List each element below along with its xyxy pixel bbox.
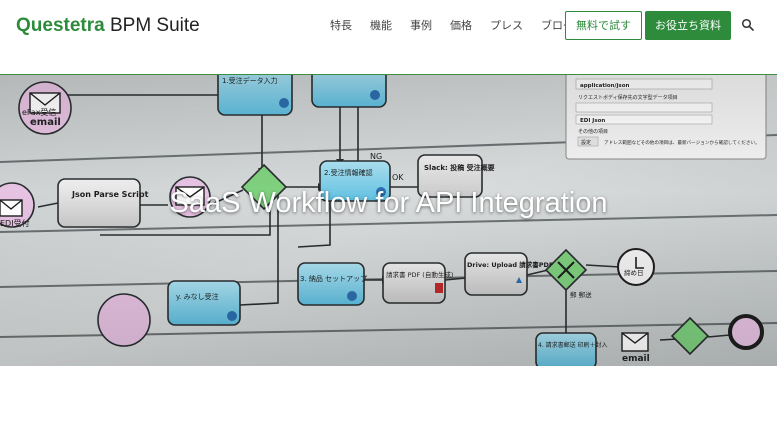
edi-label: EDI受付 xyxy=(0,218,30,228)
invoice-pdf-label: 請求書 PDF (自動生成) xyxy=(386,270,453,279)
json-parse-label: Json Parse Script xyxy=(71,190,149,199)
deemed-label: y. みなし受注 xyxy=(176,292,219,301)
send-label: 4. 請求書郵送 印刷＋封入 xyxy=(538,341,608,349)
ok-label: OK xyxy=(392,173,404,182)
resources-button[interactable]: お役立ち資料 xyxy=(645,11,731,40)
hero-banner: eFax受信 email Json Parse Script EDI受付 1.受… xyxy=(0,75,777,366)
confirm-label: 2.受注情報確認 xyxy=(324,168,373,177)
main-nav: 特長 機能 事例 価格 プレス ブログ xyxy=(330,17,583,35)
slack-label: Slack: 投稿 受注概要 xyxy=(424,163,495,172)
nav-functions[interactable]: 機能 xyxy=(370,19,392,32)
panel-field-edi-json: EDI Json xyxy=(580,118,605,124)
nav-press[interactable]: プレス xyxy=(490,19,523,32)
nav-pricing[interactable]: 価格 xyxy=(450,19,472,32)
email-bottom-label: email xyxy=(622,354,650,364)
free-trial-button[interactable]: 無料で試す xyxy=(565,11,642,40)
timer-label: 締め日 xyxy=(624,268,644,277)
panel-set-button: 設定 xyxy=(581,139,591,146)
setup-label: 3. 納品 セットアップ xyxy=(300,274,367,283)
site-logo[interactable]: Questetra BPM Suite xyxy=(16,14,200,38)
ng-label: NG xyxy=(370,152,382,161)
drive-label: Drive: Upload 請求書PDF xyxy=(467,260,553,269)
accept-label: 1.受注データ入力 xyxy=(222,76,278,85)
workflow-diagram-photo: eFax受信 email Json Parse Script EDI受付 1.受… xyxy=(0,75,777,366)
panel-field-content-type: application/json xyxy=(580,83,629,89)
panel-note: アドレス範囲などその他の項目は、最新バージョンから確認してください。 xyxy=(604,139,760,146)
logo-brand: Questetra xyxy=(16,15,105,36)
search-icon[interactable] xyxy=(741,18,755,32)
logo-suite: BPM Suite xyxy=(109,15,200,36)
site-header: Questetra BPM Suite 特長 機能 事例 価格 プレス ブログ … xyxy=(0,0,777,75)
panel-label-request-body: リクエストボディ保存先の文字型データ項目 xyxy=(578,94,678,101)
fax-label: eFax受信 xyxy=(22,107,56,117)
nav-cases[interactable]: 事例 xyxy=(410,19,432,32)
panel-label-other: その他の項目 xyxy=(578,128,608,135)
email-top-label: email xyxy=(30,117,61,128)
nav-features[interactable]: 特長 xyxy=(330,19,352,32)
hero-title: SaaS Workflow for API Integration xyxy=(169,187,608,219)
mail-send-label: 郵 郵送 xyxy=(570,290,592,299)
